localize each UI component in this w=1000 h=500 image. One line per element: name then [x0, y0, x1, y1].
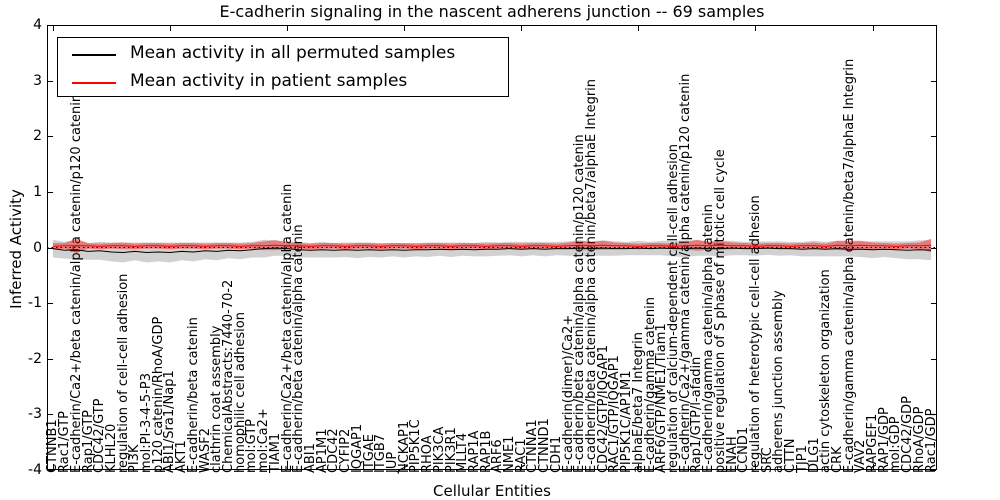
- y-tick-mark: [931, 136, 936, 138]
- legend-line-black: [72, 54, 116, 56]
- y-tick-mark: [931, 414, 936, 416]
- y-tick-label: -4: [28, 462, 42, 478]
- y-tick-mark: [48, 414, 53, 416]
- x-tick-mark: [638, 26, 640, 31]
- x-tick-mark: [404, 464, 406, 469]
- legend-line-red: [72, 82, 116, 84]
- x-tick-mark: [872, 464, 874, 469]
- x-tick-mark: [755, 26, 757, 31]
- y-tick-label: 4: [33, 17, 42, 33]
- y-tick-label: 3: [33, 72, 42, 89]
- y-tick-mark: [931, 303, 936, 305]
- x-tick-mark: [169, 26, 171, 31]
- y-tick-mark: [48, 25, 53, 26]
- legend-row-permuted: Mean activity in all permuted samples: [58, 41, 508, 67]
- y-tick-mark: [48, 247, 53, 249]
- x-tick-mark: [755, 464, 757, 469]
- x-tick-mark: [169, 464, 171, 469]
- x-tick-mark: [521, 26, 523, 31]
- y-tick-label: 1: [33, 183, 42, 200]
- y-tick-label: 2: [33, 128, 42, 145]
- plot-frame: [47, 25, 937, 470]
- y-tick-mark: [931, 80, 936, 82]
- y-tick-mark: [48, 80, 53, 82]
- y-tick-mark: [48, 470, 53, 471]
- y-tick-mark: [931, 358, 936, 360]
- permuted-mean-line: [52, 247, 932, 254]
- legend-label-patient: Mean activity in patient samples: [130, 71, 408, 91]
- patient-mean-line: [52, 244, 932, 247]
- x-tick-mark: [521, 464, 523, 469]
- x-tick-mark: [638, 464, 640, 469]
- x-tick-mark: [287, 464, 289, 469]
- y-tick-mark: [48, 136, 53, 138]
- x-axis-label: Cellular Entities: [433, 482, 551, 500]
- y-tick-mark: [48, 358, 53, 360]
- y-tick-label: -2: [28, 350, 42, 367]
- x-tick-mark: [404, 26, 406, 31]
- y-tick-mark: [48, 191, 53, 193]
- legend: Mean activity in all permuted samples Me…: [57, 37, 509, 97]
- legend-label-permuted: Mean activity in all permuted samples: [130, 43, 456, 63]
- chart-title: E-cadherin signaling in the nascent adhe…: [219, 2, 765, 21]
- y-tick-mark: [931, 247, 936, 249]
- y-tick-mark: [931, 470, 936, 471]
- y-tick-mark: [48, 303, 53, 305]
- y-tick-mark: [931, 25, 936, 26]
- legend-row-patient: Mean activity in patient samples: [58, 69, 508, 95]
- x-tick-mark: [52, 26, 54, 31]
- y-tick-label: -3: [28, 406, 42, 423]
- y-tick-mark: [931, 191, 936, 193]
- x-tick-mark: [287, 26, 289, 31]
- x-tick-mark: [52, 464, 54, 469]
- x-tick-mark: [872, 26, 874, 31]
- plot-curves: [47, 238, 937, 263]
- y-tick-label: 0: [33, 239, 42, 256]
- y-tick-label: -1: [28, 295, 42, 312]
